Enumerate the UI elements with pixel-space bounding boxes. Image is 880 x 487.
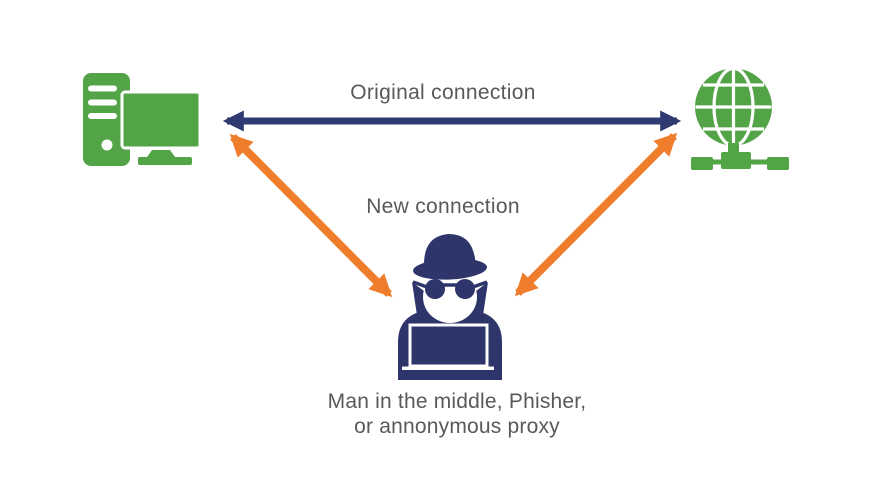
spy-icon <box>398 234 502 380</box>
attacker-caption-line2: or annonymous proxy <box>354 415 560 438</box>
attacker-caption: Man in the middle, Phisher, or annonymou… <box>307 389 607 439</box>
original-connection-label: Original connection <box>350 81 536 104</box>
desktop-computer-icon <box>83 73 202 166</box>
globe-network-icon <box>691 66 789 170</box>
attacker-caption-line1: Man in the middle, Phisher, <box>327 390 587 413</box>
new-connection-label: New connection <box>366 195 520 218</box>
